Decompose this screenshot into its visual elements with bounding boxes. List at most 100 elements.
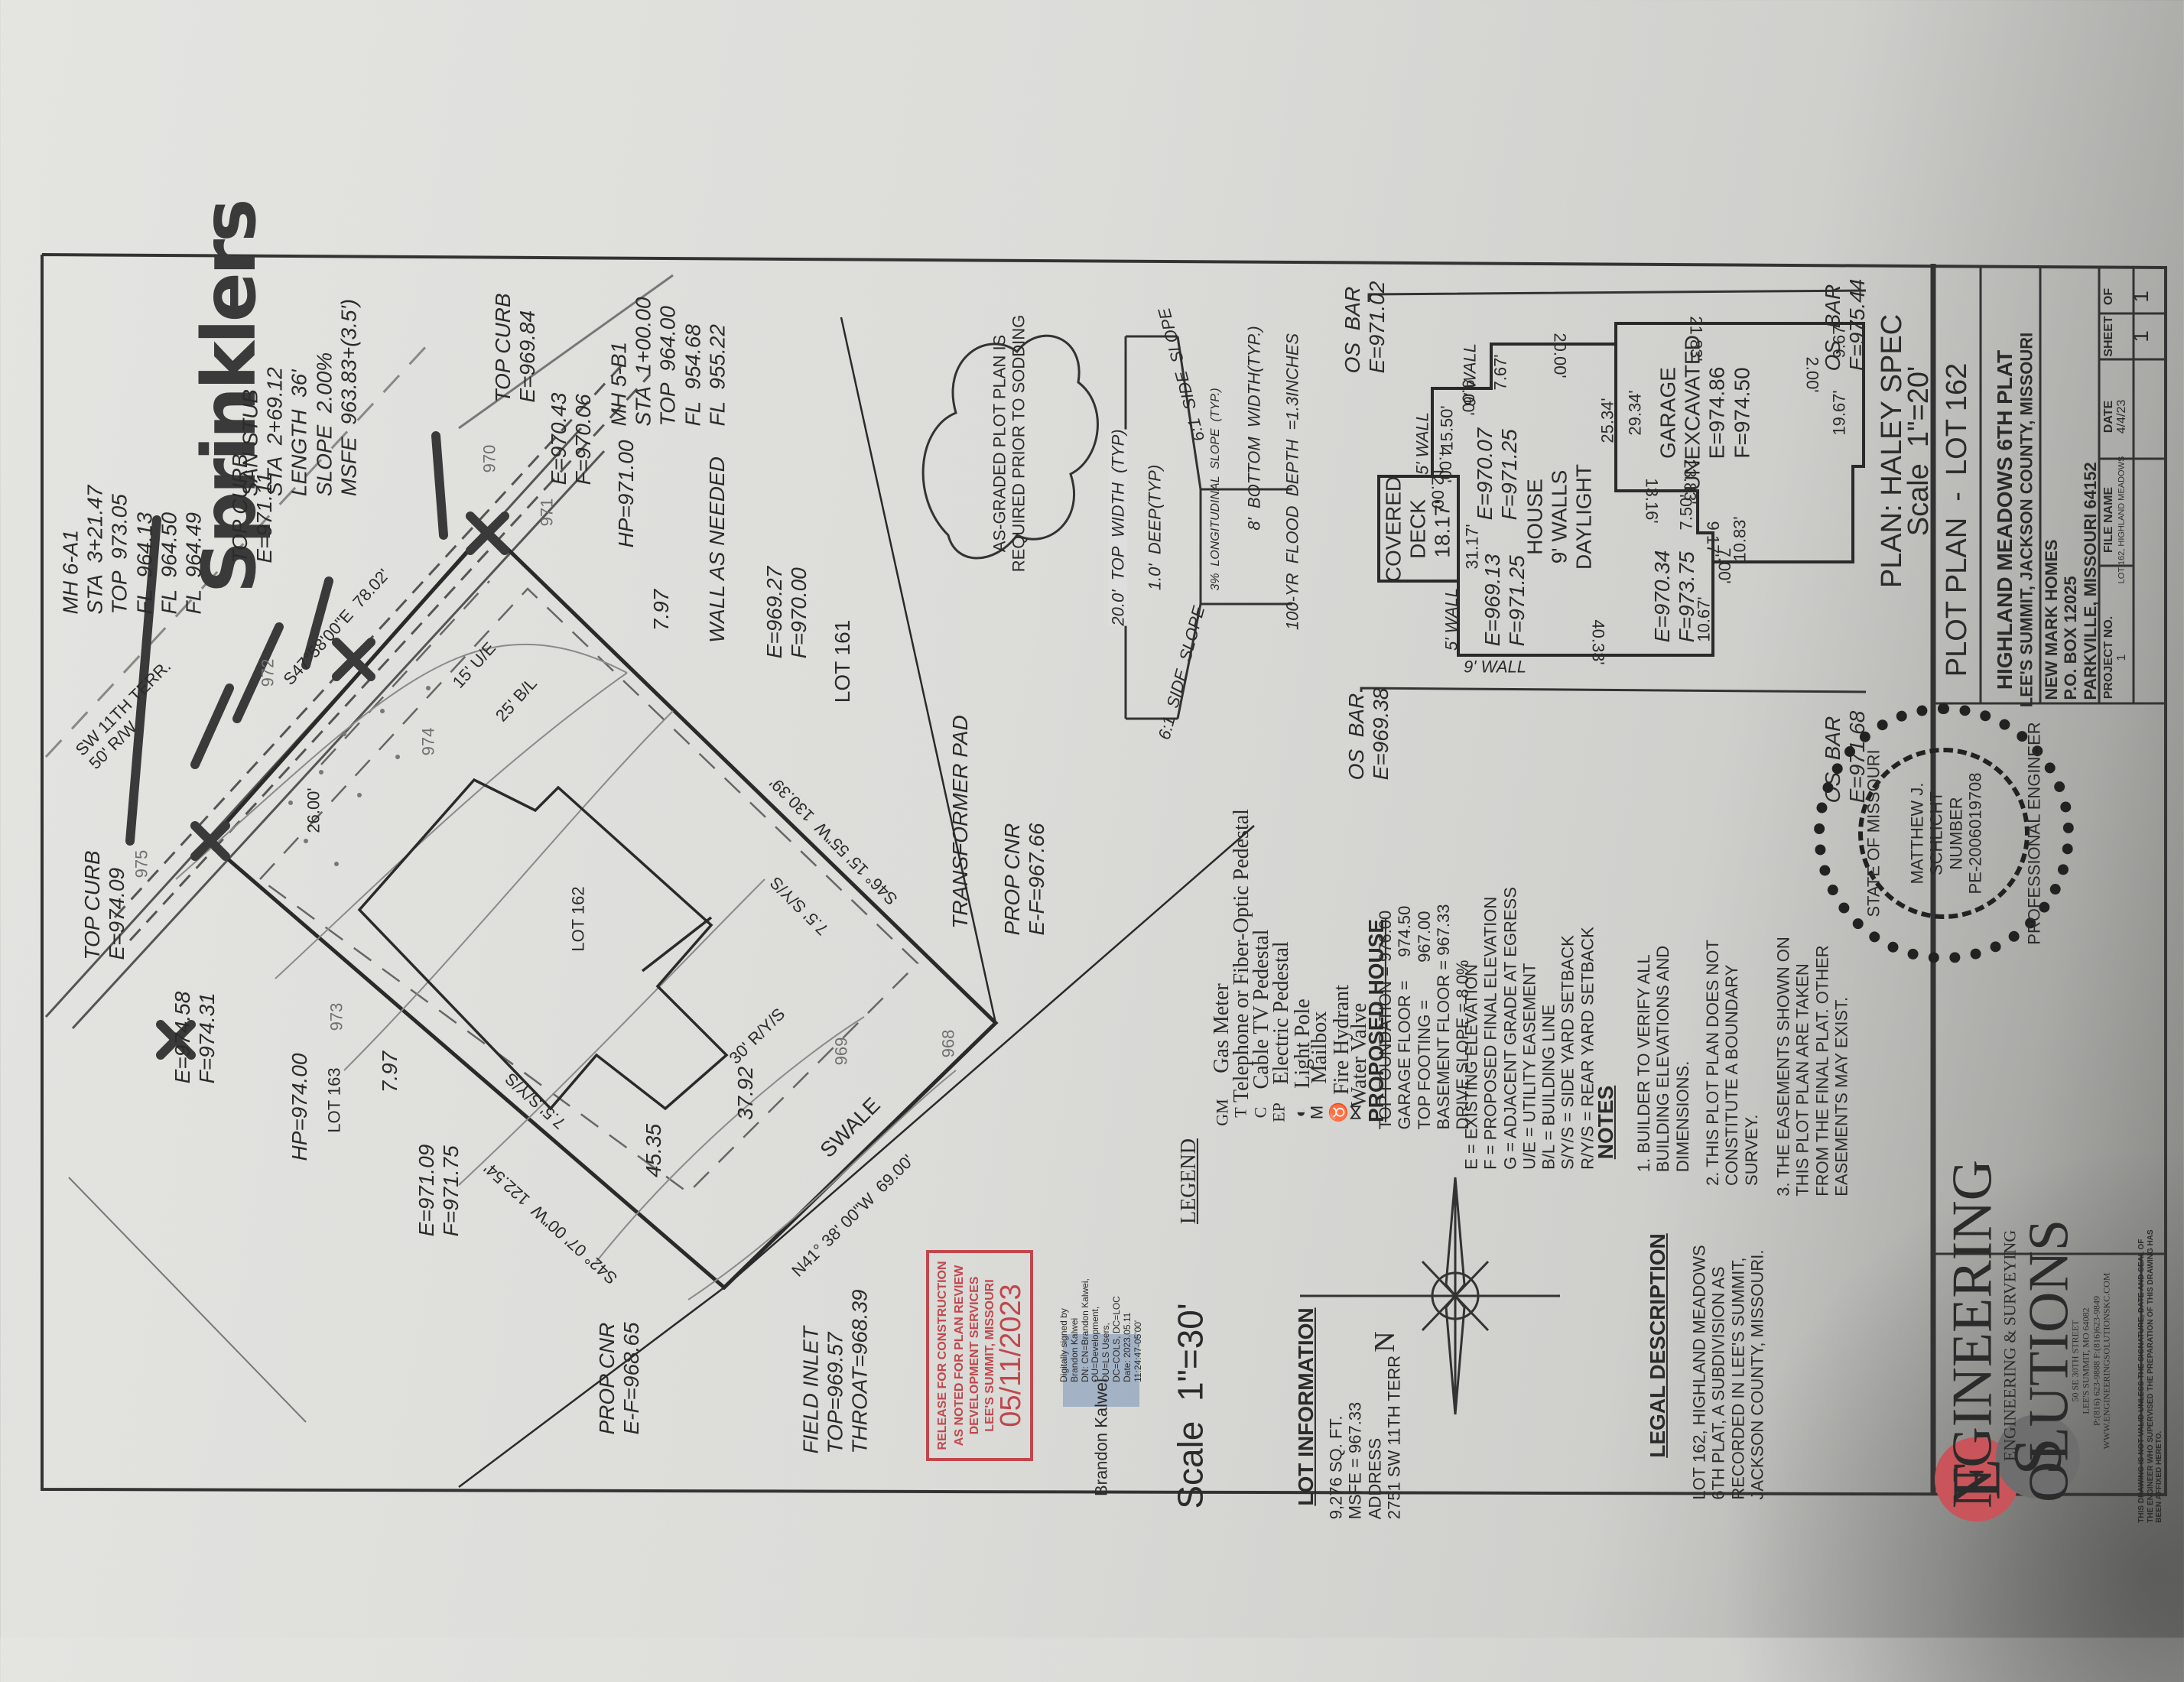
os-bar-leaders	[1360, 289, 1867, 693]
house-footprint	[357, 778, 729, 1111]
dimension-7-97-right: 7.97	[648, 589, 673, 632]
high-point-971: HP=971.00	[613, 440, 638, 548]
swale-flood-depth: 100-YR FLOOD DEPTH =1.3INCHES	[1282, 333, 1302, 631]
lot-163-label: LOT 163	[324, 1067, 344, 1133]
wall-as-needed-label: WALL AS NEEDED	[704, 456, 729, 643]
dimension-31-17: 31.17'	[1462, 524, 1482, 570]
notes-heading: NOTES	[1593, 1085, 1617, 1160]
dimension-15-50: 15.50'	[1437, 405, 1457, 451]
note-3: 3. THE EASEMENTS SHOWN ON THIS PLOT PLAN…	[1773, 937, 1851, 1197]
elevation-970-34: E=970.34 F=973.75	[1649, 550, 1698, 643]
dimension-45-35: 45.35	[641, 1123, 665, 1178]
swale-top-width: 20.0' TOP WIDTH (TYP)	[1108, 429, 1128, 626]
field-inlet-label: FIELD INLET TOP=969.57 THROAT=968.39	[798, 1289, 873, 1454]
manhole-5-b1-label: MH 5-B1 STA 1+00.00 TOP 964.00 FL 954.68…	[606, 297, 730, 427]
dimension-25-34: 25.34'	[1597, 398, 1617, 443]
subdivision-name: HIGHLAND MEADOWS 6TH PLAT	[1992, 349, 2017, 690]
proposed-house-body: TOP FOUNDATION = 976.00 GARAGE FLOOR = 9…	[1375, 904, 1472, 1130]
engineer-seal-inner	[1858, 748, 2030, 919]
north-label: N	[1369, 1331, 1402, 1352]
contour-label: 969	[831, 1037, 851, 1066]
dimension-7-97-left: 7.97	[377, 1050, 401, 1093]
legend-symbol: EP	[1269, 1102, 1289, 1122]
release-stamp: RELEASE FOR CONSTRUCTION AS NOTED FOR PL…	[926, 1250, 1033, 1461]
sheet-title: PLOT PLAN - LOT 162	[1941, 362, 1974, 677]
validity-disclaimer: THIS DRAWING IS NOT VALID UNLESS THE SIG…	[2137, 1229, 2163, 1523]
dimension-21-83: 21.83'	[1686, 316, 1706, 362]
title-block-grid	[1933, 268, 2166, 1495]
house-label: HOUSE 9' WALLS DAYLIGHT	[1523, 464, 1597, 570]
contour-label: 975	[132, 849, 151, 878]
sheet-label: SHEET	[2101, 316, 2115, 357]
legend-symbol: M	[1307, 1105, 1327, 1120]
lot-information-body: 9,276 SQ. FT. MSFE = 967.33 ADDRESS 2751…	[1326, 1355, 1404, 1520]
digital-signature-details: Digitally signed by Brandon Kalwei DN: C…	[1058, 1278, 1143, 1382]
dimension-20: 20.00'	[1550, 333, 1570, 378]
dimension-7: 7.00'	[1714, 547, 1734, 584]
property-corner-967-label: PROP CNR E-F=967.66	[999, 823, 1048, 936]
file-name-value: LOT 162, HIGHLAND MEADOWS	[2117, 456, 2127, 584]
house-plan-outline	[1377, 322, 1865, 657]
legal-description-heading: LEGAL DESCRIPTION	[1645, 1233, 1669, 1458]
dimension-26: 26.00'	[304, 787, 323, 833]
legend-symbol: T	[1230, 1107, 1250, 1118]
wall-9-label: 9' WALL	[1463, 657, 1527, 677]
dimension-9: 9.00'	[1458, 379, 1478, 416]
sheet-value: 1	[2128, 330, 2153, 343]
project-location: LEE'S SUMMIT, JACKSON COUNTY, MISSOURI	[2017, 332, 2036, 708]
project-no-value: 1	[2114, 654, 2128, 661]
wall-5-label: 5' WALL	[1412, 411, 1432, 476]
top-curb-969-label: TOP CURB E=969.84	[490, 293, 539, 403]
setback-lines	[259, 580, 919, 1194]
elevation-969-13: E=969.13 F=971.25	[1480, 554, 1529, 647]
project-no-label: PROJECT NO.	[2101, 615, 2115, 700]
legal-description-body: LOT 162, HIGHLAND MEADOWS 6TH PLAT, A SU…	[1689, 1245, 1767, 1500]
dimension-9-67: 9.67'	[1829, 322, 1849, 359]
firm-name-line1: NGINEERING	[1941, 1159, 2004, 1509]
driveway-stipple	[288, 686, 431, 866]
manhole-6-a1-label: MH 6-A1 STA 3+21.47 TOP 973.05 FL 964.13…	[58, 485, 206, 615]
wall-5-label: 5' WALL	[1441, 587, 1461, 651]
contour-label: 971	[537, 498, 557, 527]
scale-30-label: Scale 1"=30'	[1170, 1303, 1211, 1509]
digital-signature-logo	[1063, 1334, 1139, 1407]
contour-label: 968	[938, 1029, 958, 1058]
client-info: NEW MARK HOMES P.O. BOX 12025 PARKVILLE,…	[2042, 462, 2100, 700]
top-curb-974-label: TOP CURB E=974.09	[80, 850, 128, 960]
high-point-974: HP=974.00	[287, 1053, 311, 1161]
os-bar-969-label: OS BAR E=969.38	[1344, 687, 1393, 781]
note-1: 1. BUILDER TO VERIFY ALL BUILDING ELEVAT…	[1634, 945, 1692, 1173]
legend-symbol: C	[1250, 1106, 1270, 1119]
of-value: 1	[2128, 291, 2153, 303]
dimension-2: 2.00'	[1802, 356, 1822, 393]
elevation-969-27: E=969.27 F=970.00	[762, 566, 811, 659]
property-corner-968-label: PROP CNR E-F=968.65	[594, 1322, 643, 1435]
dimension-37-92: 37.92	[733, 1066, 757, 1121]
seal-state: STATE OF MISSOURI	[1864, 749, 1883, 917]
lot-162-label: LOT 162	[568, 886, 588, 952]
note-2: 2. THIS PLOT PLAN DOES NOT CONSTITUTE A …	[1703, 940, 1761, 1186]
firm-logo-s	[1996, 1414, 2080, 1499]
seal-profession: PROFESSIONAL ENGINEER	[2024, 722, 2044, 945]
note-cloud	[921, 334, 1099, 560]
stamp-line: RELEASE FOR CONSTRUCTION	[935, 1261, 949, 1450]
as-graded-note: AS-GRADED PLOT PLAN IS REQUIRED PRIOR TO…	[990, 314, 1029, 573]
contour-label: 972	[258, 658, 278, 687]
seal-engineer-name: MATTHEW J. SCHLICHT NUMBER PE-2006019708	[1907, 772, 1985, 895]
dimension-29-34: 29.34'	[1625, 390, 1645, 436]
north-arrow-icon	[1300, 1177, 1560, 1415]
contour-label: 974	[418, 727, 438, 756]
photo-shadow	[1721, 1147, 2184, 1682]
sheet-border	[41, 253, 2167, 1497]
lot-161-label: LOT 161	[830, 619, 854, 703]
firm-contact: 50 SE 30TH STREET LEE'S SUMMIT, MO 64082…	[2069, 1272, 2112, 1450]
date-label: DATE	[2101, 400, 2115, 433]
legend-label: Mailbox	[1307, 1011, 1331, 1084]
elevation-971-09: E=971.09 F=971.75	[414, 1144, 463, 1237]
legend-symbol: GM	[1212, 1099, 1232, 1126]
swale-longitudinal-slope: 3% LONGITUDINAL SLOPE (TYP.)	[1208, 388, 1222, 591]
dimension-4: 4.00'	[1435, 446, 1455, 483]
stamp-line: AS NOTED FOR PLAN REVIEW	[952, 1265, 966, 1447]
scale-20-label: Scale 1"=20'	[1903, 365, 1935, 537]
contour-label: 973	[327, 1002, 346, 1031]
